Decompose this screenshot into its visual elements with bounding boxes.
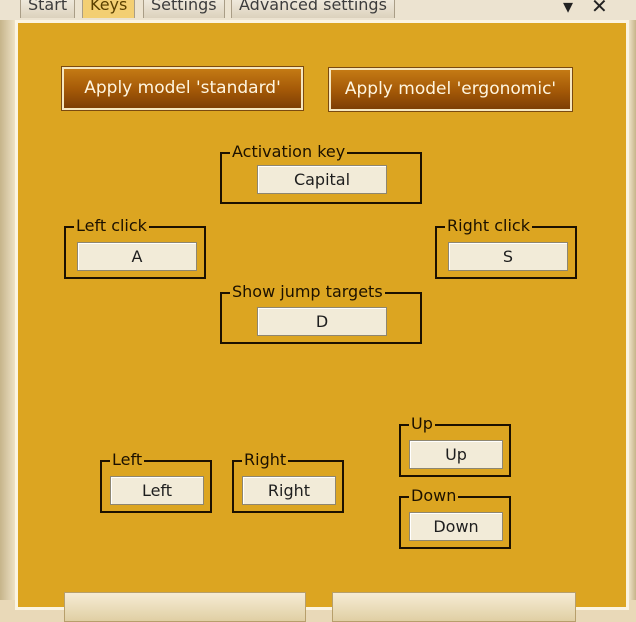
left-click-field[interactable]: A [77, 242, 197, 271]
tab-keys[interactable]: Keys [82, 0, 136, 18]
tab-settings[interactable]: Settings [143, 0, 225, 18]
up-key-field[interactable]: Up [409, 440, 503, 469]
left-click-legend: Left click [74, 216, 149, 236]
bottom-left-button[interactable] [64, 592, 306, 622]
left-group: Left [100, 450, 212, 513]
chevron-down-icon[interactable]: ▾ [563, 0, 574, 18]
activation-key-legend: Activation key [230, 142, 348, 162]
window-frame-left [0, 20, 15, 600]
right-click-legend: Right click [445, 216, 532, 236]
bottom-right-button[interactable] [332, 592, 576, 622]
apply-standard-model-button[interactable]: Apply model 'standard' [62, 67, 303, 110]
up-group: Up [399, 414, 511, 477]
left-click-group: Left click [64, 216, 206, 279]
down-group: Down [399, 486, 511, 549]
down-legend: Down [409, 486, 459, 506]
show-jump-targets-legend: Show jump targets [230, 282, 385, 302]
show-jump-targets-field[interactable]: D [257, 307, 387, 336]
tab-advanced-settings[interactable]: Advanced settings [231, 0, 395, 18]
close-icon[interactable]: ✕ [591, 0, 608, 18]
show-jump-targets-group: Show jump targets [220, 282, 422, 344]
right-legend: Right [242, 450, 289, 470]
down-key-field[interactable]: Down [409, 512, 503, 541]
right-key-field[interactable]: Right [242, 476, 336, 505]
right-click-group: Right click [435, 216, 577, 279]
right-click-field[interactable]: S [448, 242, 568, 271]
window-frame-right [629, 20, 636, 600]
up-legend: Up [409, 414, 435, 434]
activation-key-field[interactable]: Capital [257, 165, 387, 194]
apply-ergonomic-model-button[interactable]: Apply model 'ergonomic' [329, 68, 572, 111]
left-legend: Left [110, 450, 145, 470]
right-group: Right [232, 450, 344, 513]
tab-strip: Start Keys Settings Advanced settings ▾ … [0, 0, 636, 20]
left-key-field[interactable]: Left [110, 476, 204, 505]
activation-key-group: Activation key [220, 142, 422, 204]
tab-start[interactable]: Start [20, 0, 76, 18]
